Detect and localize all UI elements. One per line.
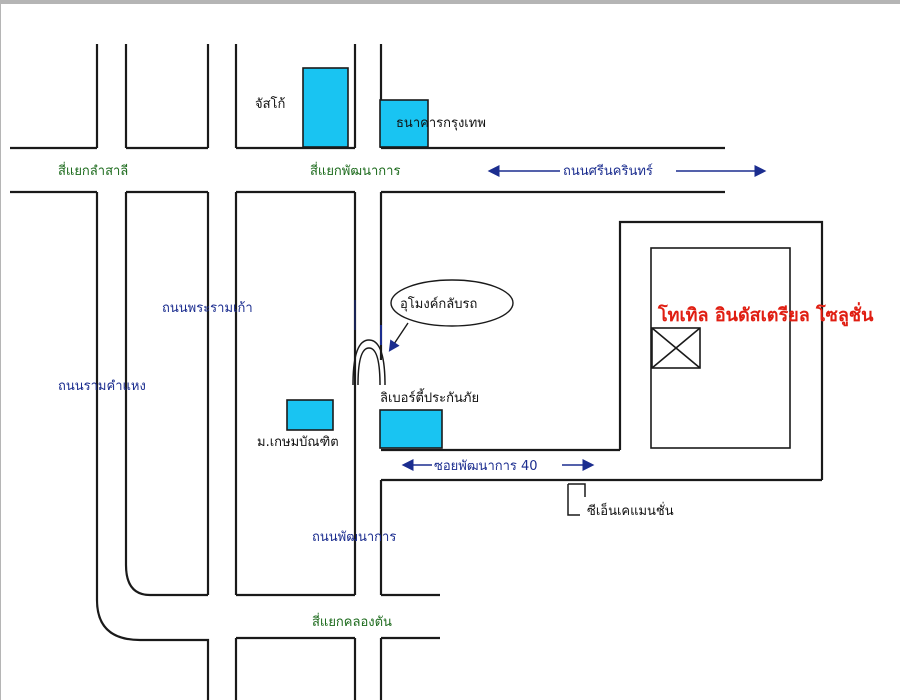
label-liberty-insurance: ลิเบอร์ตี้ประกันภัย [380, 388, 479, 406]
label-phatthanakan-road: ถนนพัฒนาการ [312, 530, 396, 545]
tunnel-callout-arrow [388, 322, 409, 352]
jusco-building [302, 67, 349, 148]
label-srinakarin-road: ถนนศรีนครินทร์ [563, 163, 653, 179]
tunnel-arch-icon [352, 300, 386, 386]
label-soi-phatthanakan-40: ซอยพัฒนาการ 40 [434, 459, 538, 474]
label-ramkhamhaeng-road: ถนนรามคำแหง [58, 379, 146, 394]
label-u-turn-tunnel: อุโมงค์กลับรถ [400, 296, 477, 312]
label-jusco: จัสโก้ [255, 96, 285, 112]
label-lam-sali-junction: สี่แยกลำสาลี [58, 162, 128, 179]
cnk-mansion-marker [567, 483, 586, 516]
label-destination-hotel: โทเทิล อินดัสเตรียล โซลูชั่น [657, 302, 874, 327]
road-srinakarin [10, 146, 725, 194]
label-phatthanakan-junction: สี่แยกพัฒนาการ [310, 162, 401, 179]
label-cnk-mansion: ซีเอ็นเคแมนชั่น [587, 501, 674, 519]
top-frame-bar [0, 0, 900, 4]
liberty-insurance-building [379, 409, 443, 449]
box-cross-icon [651, 327, 701, 369]
label-kasem-bundit: ม.เกษมบัณฑิต [257, 435, 339, 450]
tunnel-callout-bubble [390, 279, 514, 327]
hotel-compound [618, 220, 824, 480]
road-ramkhamhaeng [95, 44, 210, 700]
kasem-bundit-building [286, 399, 334, 431]
road-soi-40 [381, 448, 822, 482]
label-bangkok-bank: ธนาคารกรุงเทพ [396, 116, 486, 131]
label-rama9-old-road: ถนนพระรามเก้า [162, 301, 253, 316]
road-rama9-old [206, 44, 238, 700]
road-khlong-tan [150, 593, 440, 640]
bangkok-bank-building [379, 99, 429, 148]
label-khlong-tan-junction: สี่แยกคลองตัน [312, 613, 392, 630]
